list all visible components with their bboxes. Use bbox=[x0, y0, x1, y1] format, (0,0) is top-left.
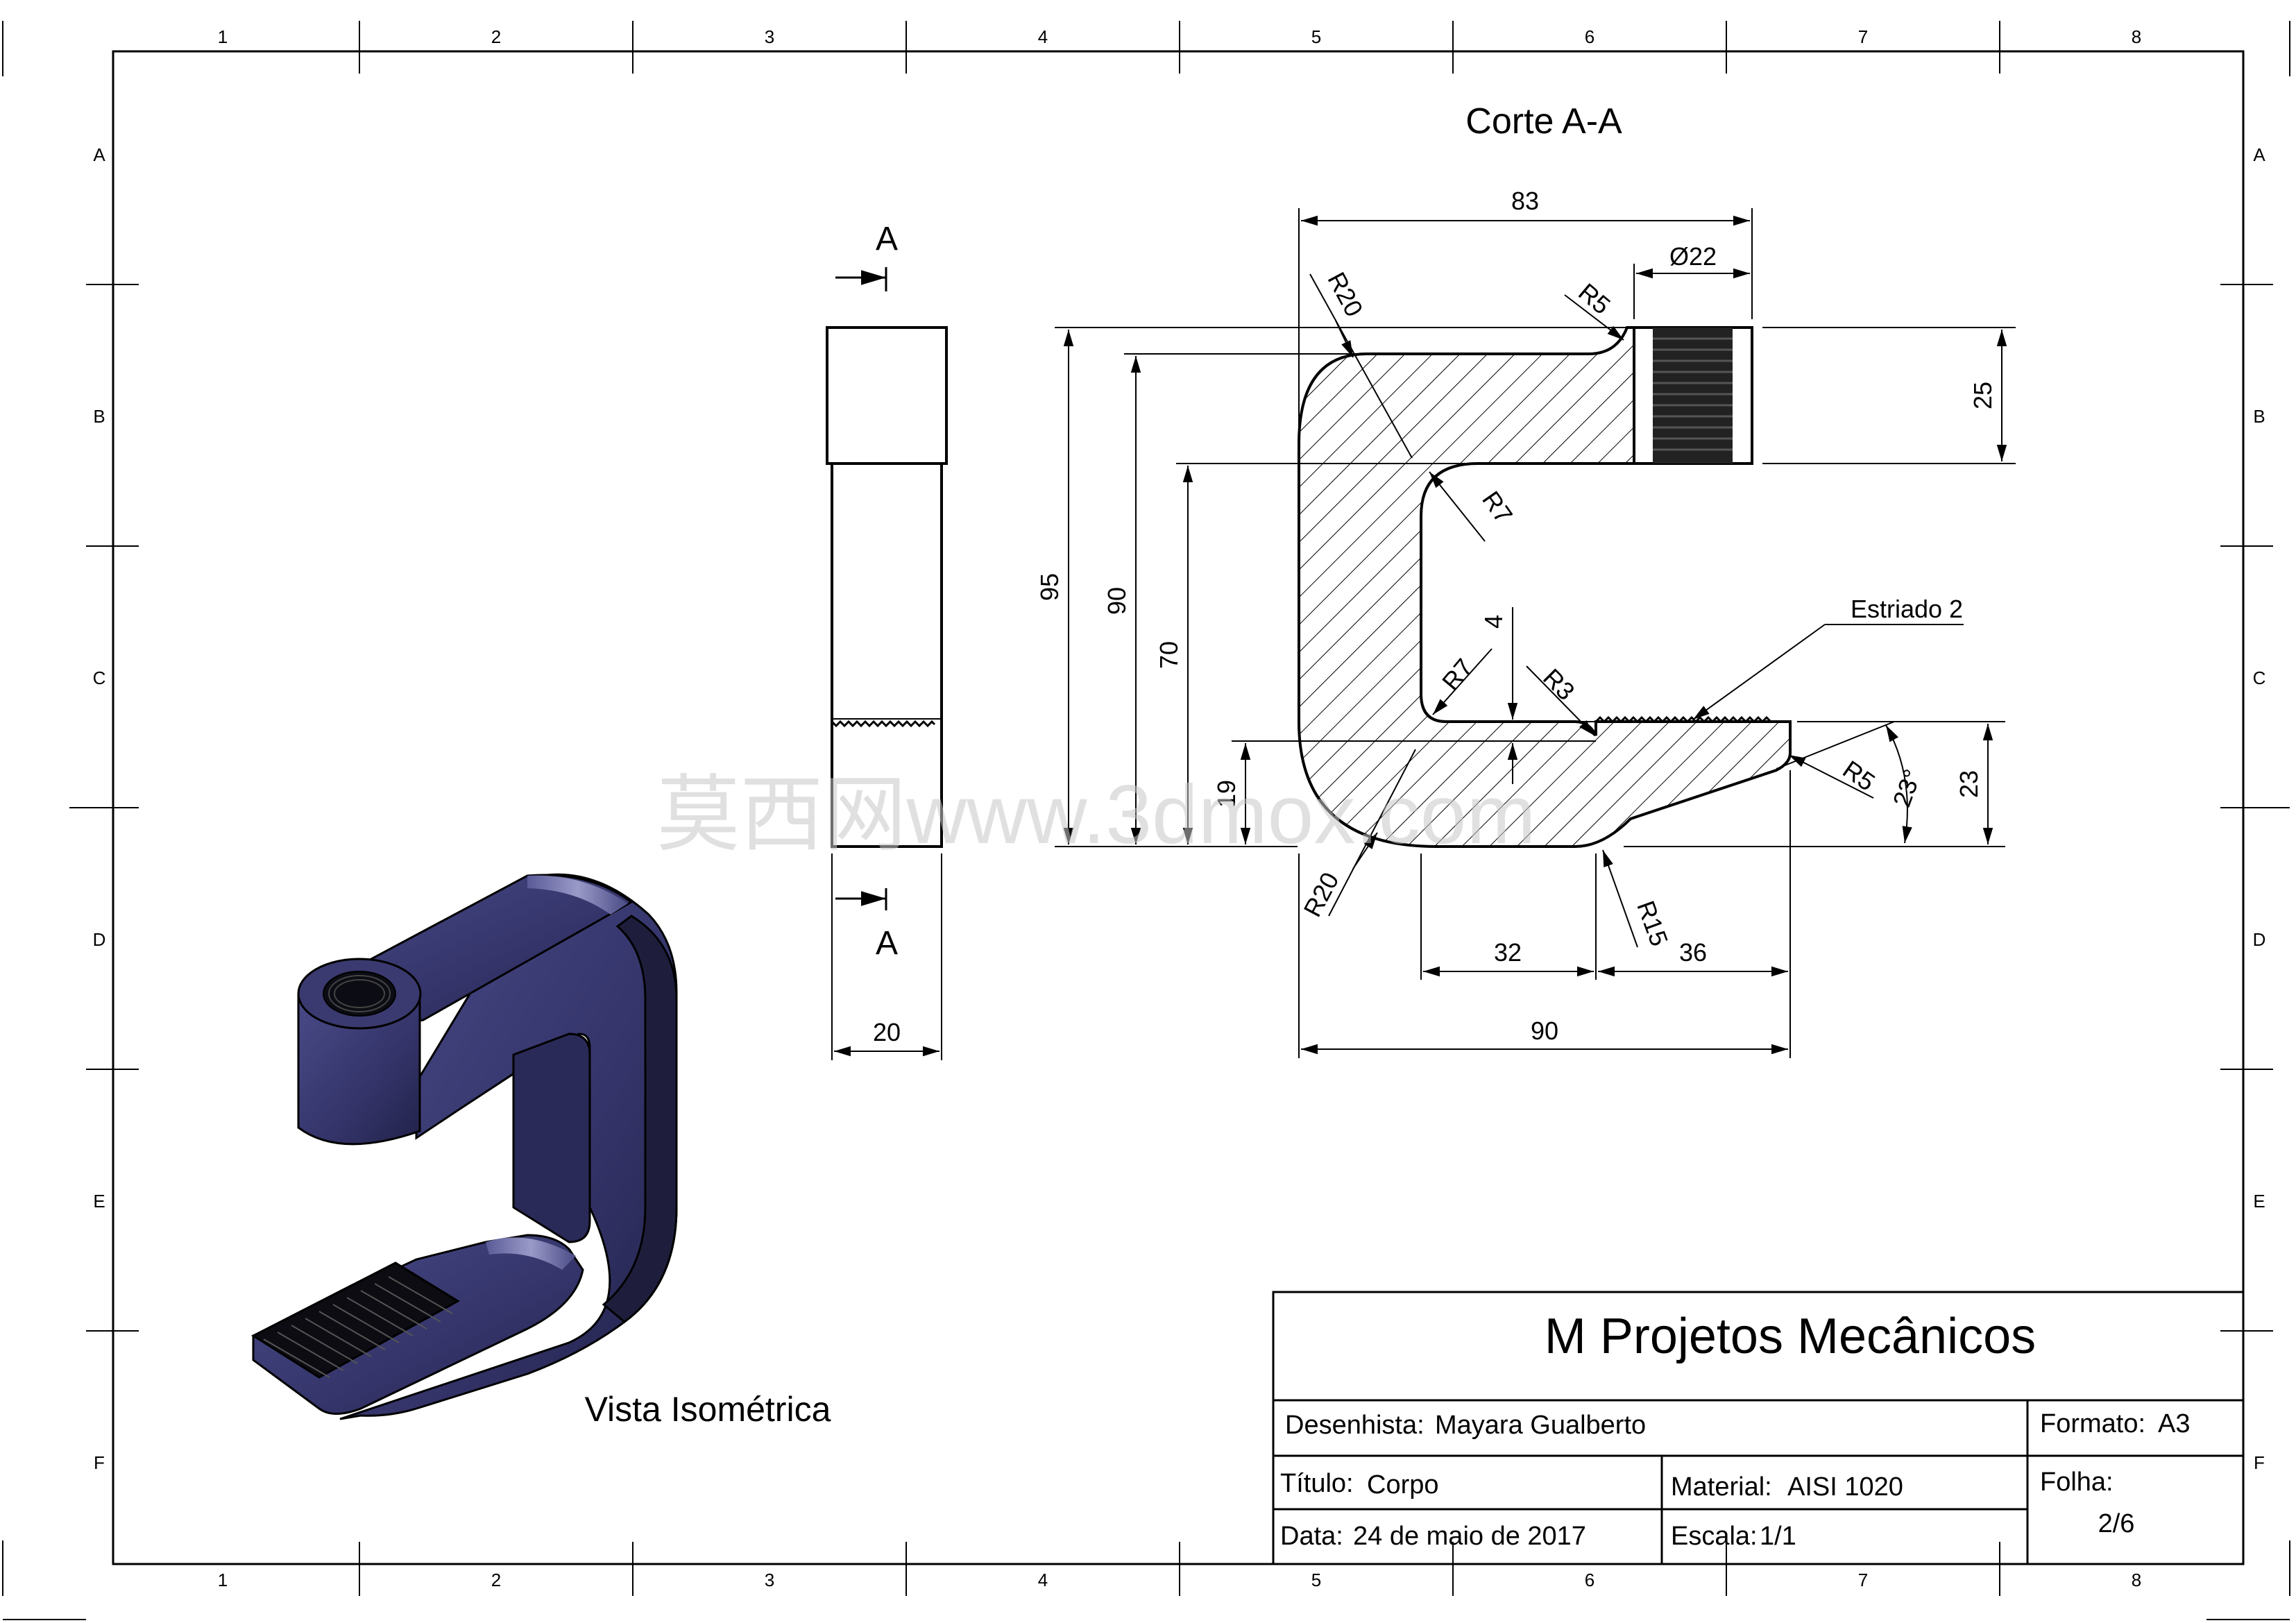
zone-row-f-right: F bbox=[2254, 1452, 2265, 1473]
dim-r7-inner: R7 bbox=[1477, 486, 1518, 528]
zone-col-7-bottom: 7 bbox=[1858, 1570, 1868, 1590]
zone-col-2-bottom: 2 bbox=[491, 1570, 501, 1590]
scale-label: Escala: bbox=[1671, 1522, 1758, 1551]
dim-jaw-height: 23 bbox=[1955, 770, 1983, 798]
zone-row-d: D bbox=[93, 929, 106, 950]
isometric-view: Vista Isométrica bbox=[250, 873, 831, 1429]
title-block-company: M Projetos Mecânicos bbox=[1545, 1309, 2036, 1364]
dim-r5-top: R5 bbox=[1573, 278, 1616, 320]
zone-labels-top: 1 2 3 4 5 6 7 8 bbox=[218, 26, 2141, 47]
dim-r3: R3 bbox=[1538, 663, 1581, 706]
zone-row-b-right: B bbox=[2253, 406, 2265, 427]
iso-thread-hole bbox=[323, 971, 396, 1017]
zone-col-4: 4 bbox=[1038, 26, 1048, 47]
zone-row-f: F bbox=[94, 1452, 105, 1473]
dim-h90: 90 bbox=[1103, 587, 1131, 615]
zone-labels-bottom: 1 2 3 4 5 6 7 8 bbox=[218, 1570, 2141, 1590]
sheet-value: 2/6 bbox=[2098, 1509, 2135, 1538]
dim-w36: 36 bbox=[1679, 938, 1707, 967]
dim-r20-top: R20 bbox=[1322, 267, 1368, 321]
title-label: Título: bbox=[1280, 1469, 1354, 1498]
section-title: Corte A-A bbox=[1465, 101, 1622, 142]
watermark-text: 莫西网www.3dmox.com bbox=[657, 768, 1536, 861]
format-value: A3 bbox=[2158, 1409, 2190, 1438]
zone-labels-right: A B C D E F bbox=[2253, 144, 2266, 1473]
dim-h70: 70 bbox=[1155, 641, 1183, 669]
zone-col-3-bottom: 3 bbox=[765, 1570, 774, 1590]
dim-h19: 19 bbox=[1212, 780, 1241, 808]
zone-col-1-bottom: 1 bbox=[218, 1570, 228, 1590]
date-label: Data: bbox=[1280, 1522, 1343, 1551]
dim-r5-tip: R5 bbox=[1838, 755, 1880, 797]
drafter-name: Mayara Gualberto bbox=[1435, 1411, 1646, 1440]
iso-body bbox=[339, 873, 678, 1420]
dim-h95: 95 bbox=[1035, 573, 1064, 601]
zone-col-1: 1 bbox=[218, 26, 228, 47]
dim-side-width: 20 bbox=[873, 1018, 901, 1046]
zone-col-7: 7 bbox=[1858, 26, 1868, 47]
zone-row-d-right: D bbox=[2253, 929, 2266, 950]
material-label: Material: bbox=[1671, 1472, 1772, 1502]
iso-right-face bbox=[602, 915, 678, 1323]
date-value: 24 de maio de 2017 bbox=[1353, 1522, 1586, 1551]
iso-label: Vista Isométrica bbox=[585, 1390, 831, 1429]
scale-value: 1/1 bbox=[1760, 1522, 1796, 1551]
dim-r20-bottom: R20 bbox=[1298, 867, 1344, 921]
dim-angle: 23° bbox=[1887, 765, 1927, 810]
section-body bbox=[1298, 326, 1792, 848]
zone-row-e: E bbox=[93, 1191, 105, 1212]
title-block: M Projetos Mecânicos Desenhista: Mayara … bbox=[1272, 1291, 2245, 1565]
side-view-boss bbox=[826, 326, 948, 465]
zone-col-8: 8 bbox=[2132, 26, 2141, 47]
dim-r15: R15 bbox=[1631, 897, 1674, 950]
zone-row-a-right: A bbox=[2253, 144, 2265, 165]
iso-knurl-lines bbox=[263, 1276, 453, 1378]
sheet-label: Folha: bbox=[2040, 1468, 2114, 1497]
zone-col-5: 5 bbox=[1311, 26, 1321, 47]
section-view: Corte A-A 83 Ø22 R5 bbox=[1035, 101, 2016, 1058]
zone-col-2: 2 bbox=[491, 26, 501, 47]
dim-gap4: 4 bbox=[1479, 615, 1508, 629]
zone-col-4-bottom: 4 bbox=[1038, 1570, 1048, 1590]
section-thread-fill bbox=[1653, 328, 1733, 464]
dim-w90: 90 bbox=[1531, 1017, 1558, 1045]
zone-col-5-bottom: 5 bbox=[1311, 1570, 1321, 1590]
iso-jaw-highlight bbox=[486, 1237, 576, 1270]
side-view-knurl-line bbox=[831, 720, 936, 728]
zone-col-6-bottom: 6 bbox=[1585, 1570, 1595, 1590]
side-view-body bbox=[831, 462, 943, 848]
material-value: AISI 1020 bbox=[1787, 1472, 1903, 1502]
iso-top-highlight bbox=[527, 875, 628, 915]
section-marker-bottom: A bbox=[876, 925, 898, 962]
side-view: A A 20 bbox=[826, 221, 948, 1060]
zone-row-b: B bbox=[93, 406, 105, 427]
drafter-label: Desenhista: bbox=[1285, 1411, 1425, 1440]
dim-boss-height: 25 bbox=[1968, 382, 1997, 409]
sheet-frame bbox=[2, 21, 2290, 1620]
zone-col-8-bottom: 8 bbox=[2132, 1570, 2141, 1590]
dim-r7-lower: R7 bbox=[1436, 653, 1479, 696]
dim-thread-diameter: Ø22 bbox=[1669, 242, 1717, 271]
iso-boss-body bbox=[297, 992, 421, 1146]
iso-inner-face bbox=[512, 1033, 591, 1243]
format-label: Formato: bbox=[2040, 1409, 2145, 1438]
zone-row-c-right: C bbox=[2253, 668, 2266, 688]
zone-col-6: 6 bbox=[1585, 26, 1595, 47]
iso-thread-rings bbox=[328, 975, 391, 1012]
dim-overall-top: 83 bbox=[1511, 187, 1539, 215]
knurl-label: Estriado 2 bbox=[1851, 595, 1963, 623]
section-marker-top: A bbox=[876, 221, 898, 257]
title-value: Corpo bbox=[1367, 1470, 1439, 1499]
zone-labels-left: A B C D E F bbox=[93, 144, 106, 1473]
zone-row-e-right: E bbox=[2253, 1191, 2265, 1212]
iso-knurl bbox=[250, 1261, 460, 1379]
zone-row-c: C bbox=[93, 668, 106, 688]
section-thread-lines bbox=[1653, 337, 1733, 451]
zone-col-3: 3 bbox=[765, 26, 774, 47]
section-knurl bbox=[1595, 715, 1772, 724]
dim-w32: 32 bbox=[1494, 938, 1522, 967]
zone-row-a: A bbox=[93, 144, 105, 165]
